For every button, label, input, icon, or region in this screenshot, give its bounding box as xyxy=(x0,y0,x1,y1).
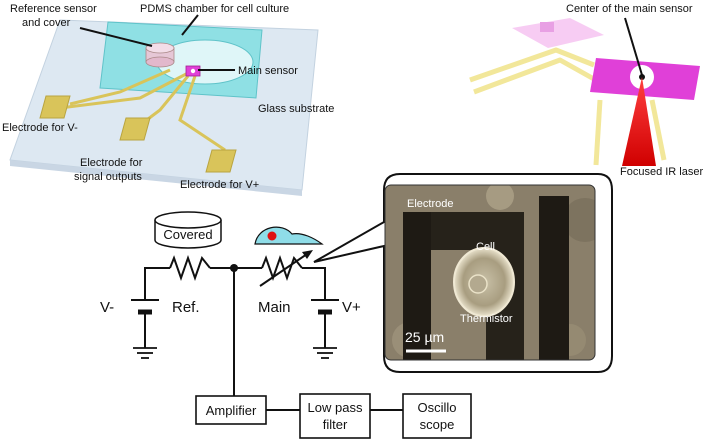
label-reference-sensor-2: and cover xyxy=(22,17,71,29)
label-v-minus: V- xyxy=(100,299,114,316)
label-electrode-signal: Electrode for xyxy=(80,157,143,169)
laser-illustration: Center of the main sensor Focused IR las… xyxy=(469,3,703,178)
covered-cylinder: Covered xyxy=(154,211,222,249)
oscilloscope-box xyxy=(402,393,472,439)
label-main-sensor: Main sensor xyxy=(238,65,298,77)
electrode-pad-vminus xyxy=(39,95,71,119)
label-electrode: Electrode xyxy=(407,198,453,210)
chip-leader-lines xyxy=(79,14,235,71)
ground-left xyxy=(133,347,157,359)
junction-node xyxy=(230,264,238,272)
amplifier-box xyxy=(195,395,267,425)
chip-illustration: Reference sensor and cover PDMS chamber … xyxy=(2,3,334,196)
signal-chain: Amplifier Low pass filter Oscillo scope xyxy=(195,393,472,439)
label-center-main-sensor: Center of the main sensor xyxy=(566,3,693,15)
label-focused-ir-laser: Focused IR laser xyxy=(620,166,703,178)
micrograph-callout: Electrode Cell Thermistor 25 µm xyxy=(313,173,613,373)
label-thermistor: Thermistor xyxy=(460,313,513,325)
label-oscillo: Oscillo xyxy=(417,400,456,415)
ground-right xyxy=(313,347,337,359)
label-main: Main xyxy=(258,299,291,316)
label-cell: Cell xyxy=(476,241,495,253)
label-amplifier: Amplifier xyxy=(206,403,257,418)
electrode-pad-vplus xyxy=(205,149,237,173)
label-v-plus: V+ xyxy=(342,299,361,316)
label-pdms-chamber: PDMS chamber for cell culture xyxy=(140,3,289,15)
low-pass-filter-box xyxy=(299,393,371,439)
circuit: Covered xyxy=(100,211,403,411)
micrograph-image xyxy=(385,185,595,360)
main-resistor xyxy=(261,254,303,282)
label-reference-sensor: Reference sensor xyxy=(10,3,97,15)
reference-sensor-cover xyxy=(145,42,175,68)
label-electrode-vplus: Electrode for V+ xyxy=(180,179,259,191)
label-low-pass: Low pass xyxy=(308,400,363,415)
battery-vplus xyxy=(311,299,339,315)
label-electrode-signal-2: signal outputs xyxy=(74,171,142,183)
ref-resistor xyxy=(169,254,211,282)
cell-icon xyxy=(254,226,324,245)
circuit-wires xyxy=(144,267,403,411)
battery-vminus xyxy=(131,299,159,315)
label-ref: Ref. xyxy=(172,299,200,316)
label-glass-substrate: Glass substrate xyxy=(258,103,334,115)
label-scope: scope xyxy=(420,417,455,432)
label-covered: Covered xyxy=(163,227,212,242)
electrode-pad-signal xyxy=(119,117,151,141)
ir-laser-cone xyxy=(622,77,656,166)
label-filter: filter xyxy=(323,417,348,432)
label-scale: 25 µm xyxy=(405,329,444,345)
label-electrode-vminus: Electrode for V- xyxy=(2,122,78,134)
